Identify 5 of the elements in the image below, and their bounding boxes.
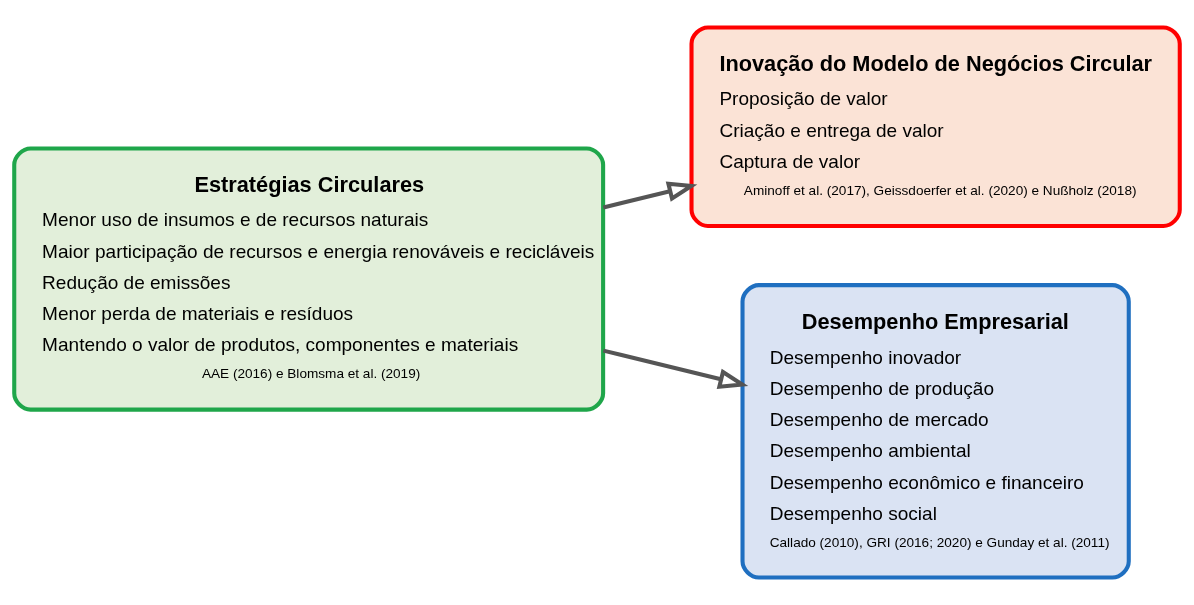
arrow bbox=[602, 181, 698, 210]
arrow bbox=[602, 348, 749, 390]
node-box: Estratégias Circulares Menor uso de insumos e de recursos naturais Maior participação de recursos e energia renováveis e recicláveis Redução de emissões Menor perda de materiais e resíduos Mantendo o valor de produtos, componentes e materiais AAE (2016) e Blomsma et al. (2019) bbox=[12, 146, 606, 412]
node-box: Desempenho Empresarial Desempenho inovador Desempenho de produção Desempenho de mercado Desempenho ambiental Desempenho econômico e financeiro Desempenho social Callado (2010), GRI (2016; 2020) e Gunday et al. (2011) bbox=[740, 283, 1131, 580]
node-box: Inovação do Modelo de Negócios Circular Proposição de valor Criação e entrega de valor Captura de valor Aminoff et al. (2017), Geissdoerfer et al. (2020) e Nußholz (2018) bbox=[689, 25, 1182, 229]
